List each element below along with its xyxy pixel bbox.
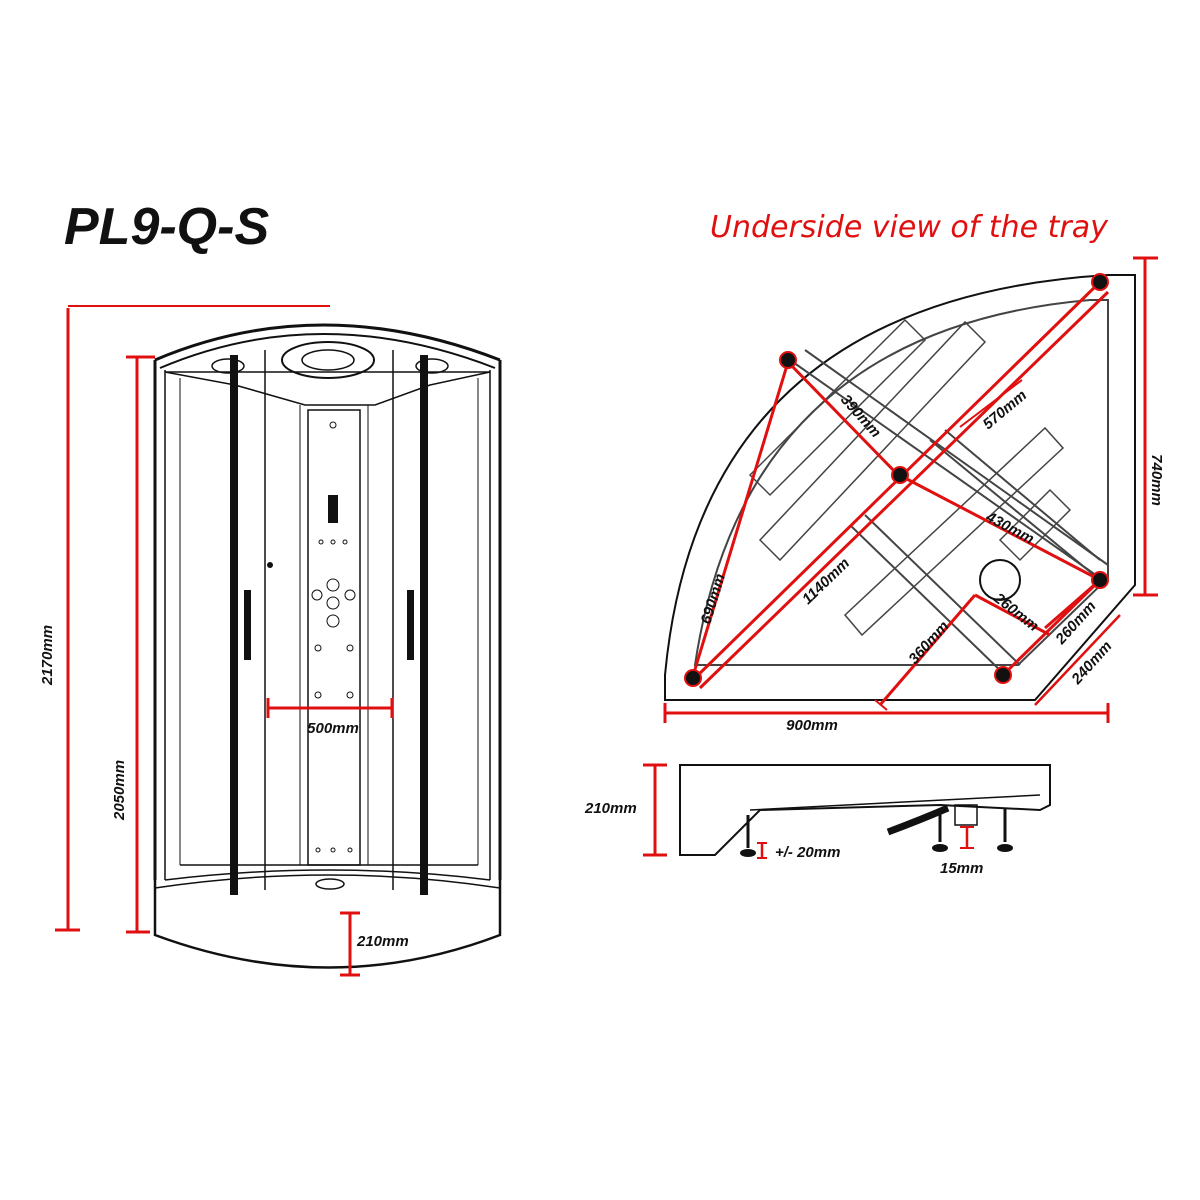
column-jet-8 [314, 691, 322, 699]
side-foot-2-pad [932, 844, 948, 852]
column-jet-7 [346, 644, 354, 652]
waste-360-tick [874, 699, 888, 711]
tray-foot-left [779, 351, 797, 369]
rib-3 [843, 426, 1065, 637]
cabin-ceiling-edge [164, 371, 491, 406]
left-handle [244, 590, 251, 660]
tray-foot-front-left [684, 669, 702, 687]
column-jet-2 [326, 596, 340, 610]
column-jet-9 [346, 691, 354, 699]
frame-bar-1 [789, 359, 1101, 579]
leg-430-line [902, 475, 1101, 582]
column-button-b [330, 539, 336, 545]
column-jet-3 [326, 614, 340, 628]
leg-570-marker [959, 379, 1023, 428]
side-foot-1-pad [740, 849, 756, 857]
column-jet-top [329, 421, 337, 429]
door-opening-label: 500mm [307, 720, 359, 737]
foot-height-label: 15mm [940, 860, 983, 877]
tray-view-title: Underside view of the tray [710, 210, 1109, 245]
frame-bar-2b [864, 514, 1021, 666]
front-leg-label: 690mm [698, 572, 729, 626]
column-jet-5 [311, 589, 323, 601]
frame-bar-1b [804, 349, 1109, 566]
waste-260-x [974, 593, 1051, 637]
foot-adjust-label: +/- 20mm [775, 844, 840, 861]
left-door-bar [230, 355, 238, 895]
column-jet-12 [347, 847, 353, 853]
waste-offset-label: 360mm [905, 618, 952, 668]
tray-plan-drawing [664, 273, 1136, 711]
column-button-a [318, 539, 324, 545]
rib-2 [758, 320, 987, 562]
tray-drain [979, 559, 1021, 601]
column-jet-4 [344, 589, 356, 601]
enclosure-height-label: 2050mm [111, 760, 128, 821]
right-handle [407, 590, 414, 660]
right-light [415, 358, 449, 374]
left-light [211, 358, 245, 374]
column-jet-1 [326, 578, 340, 592]
cabin-tray-rim [154, 874, 501, 889]
side-knob [267, 562, 273, 568]
waste-x-label: 260mm [990, 589, 1042, 635]
tray-foot-right [1091, 571, 1109, 589]
main-diagonal-b [698, 290, 1110, 690]
width-label: 900mm [786, 717, 838, 734]
front-view-dimensions: 2170mm 2050mm 500mm 210mm [39, 305, 409, 977]
side-height-label: 210mm [584, 800, 637, 817]
depth-label: 740mm [1148, 454, 1165, 506]
side-foot-3-pad [997, 844, 1013, 852]
column-button-c [342, 539, 348, 545]
tray-side-body [679, 764, 1051, 856]
rain-shower-center [301, 349, 355, 371]
tray-ribs [748, 318, 1072, 637]
frame-bar-2 [849, 524, 1006, 676]
rib-1 [748, 318, 927, 497]
column-jet-11 [330, 847, 336, 853]
leg-690-line [691, 361, 790, 677]
control-column [307, 409, 361, 866]
tray-foot-front-right [994, 666, 1012, 684]
frame-bar-3b [944, 429, 1101, 561]
corner-240-line [1034, 614, 1121, 706]
floor-drain [315, 878, 345, 890]
frame-bar-3 [929, 439, 1101, 581]
tray-side-dimensions: 210mm +/- 20mm 15mm [584, 763, 983, 877]
model-title: PL9-Q-S [64, 198, 269, 256]
right-door-bar [420, 355, 428, 895]
column-jet-10 [315, 847, 321, 853]
cabin-canopy [154, 323, 501, 362]
waste-260-y2 [1001, 578, 1102, 677]
diagonal-label: 1140mm [799, 555, 853, 608]
total-height-label: 2170mm [39, 625, 56, 686]
front-tray-height-label: 210mm [356, 933, 409, 950]
waste-pipe [886, 804, 950, 836]
tray-side-drawing [679, 764, 1051, 857]
rain-shower-head [281, 341, 375, 379]
tray-outline [664, 274, 1136, 701]
column-jet-6 [314, 644, 322, 652]
tray-foot-center [891, 466, 909, 484]
waste-360-line [878, 594, 977, 706]
cabin-tray [153, 880, 502, 969]
cabin-canopy-inner [159, 333, 496, 369]
tray-foot-back [1091, 273, 1109, 291]
floor-front-edge [164, 869, 491, 881]
shower-cabin-drawing [153, 323, 502, 969]
tray-side-base-line [749, 794, 1041, 811]
rib-4 [998, 488, 1072, 562]
waste-trap [954, 804, 978, 826]
leg-390-line [786, 360, 902, 479]
control-display [328, 495, 338, 523]
